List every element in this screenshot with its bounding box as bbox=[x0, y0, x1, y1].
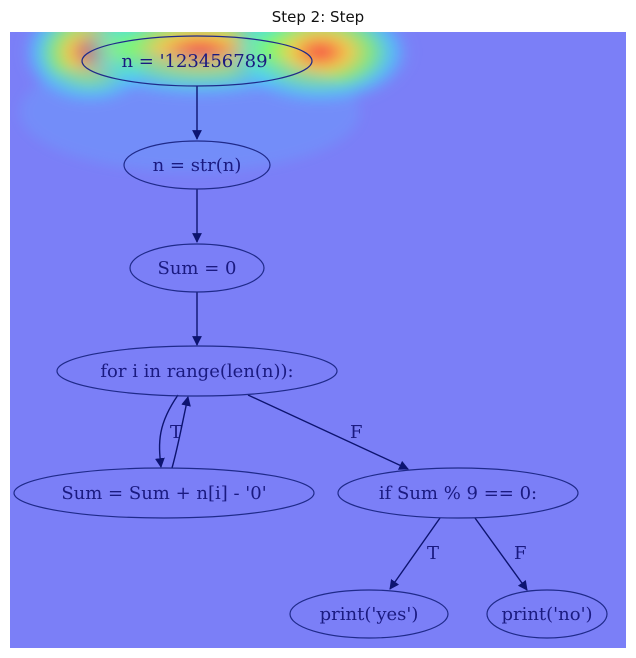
edge-cond-to-yes bbox=[389, 517, 441, 590]
node-no: print('no') bbox=[486, 589, 608, 639]
node-shape-loop bbox=[56, 345, 338, 397]
node-label-acc: Sum = Sum + n[i] - '0' bbox=[61, 483, 266, 504]
node-shape-yes bbox=[289, 589, 449, 639]
attention-heat-overlay bbox=[20, 32, 415, 172]
edge-label-cond-to-no: F bbox=[514, 543, 527, 564]
edge-label-cond-to-yes: T bbox=[427, 543, 439, 564]
node-yes: print('yes') bbox=[289, 589, 449, 639]
node-label-yes: print('yes') bbox=[320, 604, 419, 625]
node-shape-cond bbox=[337, 467, 579, 519]
figure-title: Step 2: Step bbox=[271, 8, 365, 26]
edge-label-loop-to-cond: F bbox=[350, 422, 363, 443]
nodes-layer: n = '123456789' n = str(n) Sum = 0 for i in… bbox=[13, 35, 608, 639]
node-cond: if Sum % 9 == 0: bbox=[337, 467, 579, 519]
edge-loop-to-cond bbox=[247, 394, 409, 470]
node-shape-init bbox=[81, 35, 313, 87]
edge-loop-to-acc bbox=[155, 394, 179, 468]
node-acc: Sum = Sum + n[i] - '0' bbox=[13, 467, 315, 519]
node-init: n = '123456789' bbox=[81, 35, 313, 87]
node-shape-str bbox=[123, 140, 271, 190]
edge-cond-to-no bbox=[474, 517, 528, 591]
node-label-cond: if Sum % 9 == 0: bbox=[379, 483, 537, 504]
node-loop: for i in range(len(n)): bbox=[56, 345, 338, 397]
node-shape-no bbox=[486, 589, 608, 639]
node-str: n = str(n) bbox=[123, 140, 271, 190]
node-shape-acc bbox=[13, 467, 315, 519]
node-label-init: n = '123456789' bbox=[121, 51, 272, 72]
node-sum0: Sum = 0 bbox=[129, 243, 265, 293]
node-label-sum0: Sum = 0 bbox=[158, 258, 237, 279]
node-label-loop: for i in range(len(n)): bbox=[100, 361, 293, 382]
node-label-no: print('no') bbox=[501, 604, 592, 625]
node-label-str: n = str(n) bbox=[153, 155, 242, 176]
node-shape-sum0 bbox=[129, 243, 265, 293]
edge-acc-to-loop bbox=[171, 396, 191, 469]
